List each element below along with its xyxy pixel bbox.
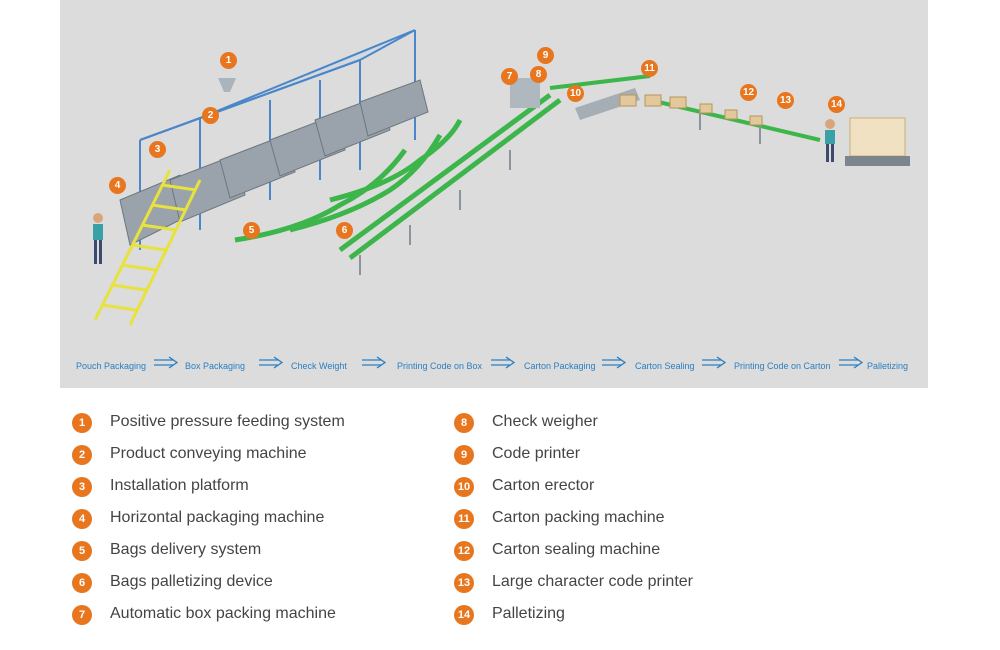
cartons: [619, 94, 763, 126]
worker-right: [825, 119, 835, 162]
legend-label: Check weigher: [492, 413, 598, 430]
pallet-stack: [845, 117, 910, 166]
flow-arrow-icon: [702, 356, 727, 369]
legend-label: Carton sealing machine: [492, 541, 661, 558]
stairs: [93, 169, 202, 326]
callout-badge-3: 3: [149, 141, 166, 158]
legend-label: Carton packing machine: [492, 509, 665, 526]
conveyor-legs: [359, 112, 761, 275]
legend-number-badge: 1: [72, 413, 92, 433]
process-flow: Pouch Packaging Box Packaging Check Weig…: [60, 356, 928, 380]
callout-badge-12: 12: [740, 84, 757, 101]
flow-step-carton-packaging: Carton Packaging: [524, 361, 596, 371]
flow-arrow-icon: [839, 356, 864, 369]
callout-badge-5: 5: [243, 222, 260, 239]
callout-badge-13: 13: [777, 92, 794, 109]
legend-label: Carton erector: [492, 477, 595, 494]
legend-number-badge: 7: [72, 605, 92, 625]
callout-badge-14: 14: [828, 96, 845, 113]
legend-number-badge: 2: [72, 445, 92, 465]
legend-label: Palletizing: [492, 605, 565, 622]
legend-number-badge: 5: [72, 541, 92, 561]
callout-badge-1: 1: [220, 52, 237, 69]
legend-label: Positive pressure feeding system: [110, 413, 345, 430]
production-line-illustration: 1 2 3 4 5 6 7 8 9 10 11 12 13 14 Pouch P…: [60, 0, 928, 388]
legend-label: Bags delivery system: [110, 541, 262, 558]
legend-label: Installation platform: [110, 477, 249, 494]
legend-number-badge: 10: [454, 477, 474, 497]
legend-label: Large character code printer: [492, 573, 693, 590]
flow-step-printing-code-on-carton: Printing Code on Carton: [734, 361, 831, 371]
callout-badge-11: 11: [641, 60, 658, 77]
legend-number-badge: 13: [454, 573, 474, 593]
legend-label: Bags palletizing device: [110, 573, 273, 590]
flow-step-check-weight: Check Weight: [291, 361, 347, 371]
legend-number-badge: 8: [454, 413, 474, 433]
legend-number-badge: 6: [72, 573, 92, 593]
callout-badge-8: 8: [530, 66, 547, 83]
box-packer-body: [510, 78, 540, 108]
legend-number-badge: 14: [454, 605, 474, 625]
legend-label: Automatic box packing machine: [110, 605, 336, 622]
packaging-machines: [119, 79, 429, 246]
flow-arrow-icon: [154, 356, 179, 369]
feed-hopper: [218, 78, 236, 92]
callout-badge-2: 2: [202, 107, 219, 124]
flow-arrow-icon: [259, 356, 284, 369]
bag-conveyors: [234, 92, 562, 260]
worker-left: [93, 213, 103, 264]
flow-arrow-icon: [491, 356, 516, 369]
flow-arrow-icon: [602, 356, 627, 369]
flow-arrow-icon: [362, 356, 387, 369]
legend-number-badge: 9: [454, 445, 474, 465]
legend-number-badge: 4: [72, 509, 92, 529]
legend-label: Product conveying machine: [110, 445, 307, 462]
callout-badge-4: 4: [109, 177, 126, 194]
line-drawing: [93, 29, 910, 326]
flow-step-box-packaging: Box Packaging: [185, 361, 246, 371]
callout-badge-6: 6: [336, 222, 353, 239]
callout-badge-7: 7: [501, 68, 518, 85]
legend-label: Horizontal packaging machine: [110, 509, 325, 526]
flow-step-carton-sealing: Carton Sealing: [635, 361, 695, 371]
flow-step-palletizing: Palletizing: [867, 361, 909, 371]
legend-number-badge: 3: [72, 477, 92, 497]
flow-step-pouch-packaging: Pouch Packaging: [76, 361, 147, 371]
legend-number-badge: 11: [454, 509, 474, 529]
flow-step-printing-code-on-box: Printing Code on Box: [397, 361, 483, 371]
callout-badge-10: 10: [567, 85, 584, 102]
callout-badge-9: 9: [537, 47, 554, 64]
legend-number-badge: 12: [454, 541, 474, 561]
legend-label: Code printer: [492, 445, 581, 462]
